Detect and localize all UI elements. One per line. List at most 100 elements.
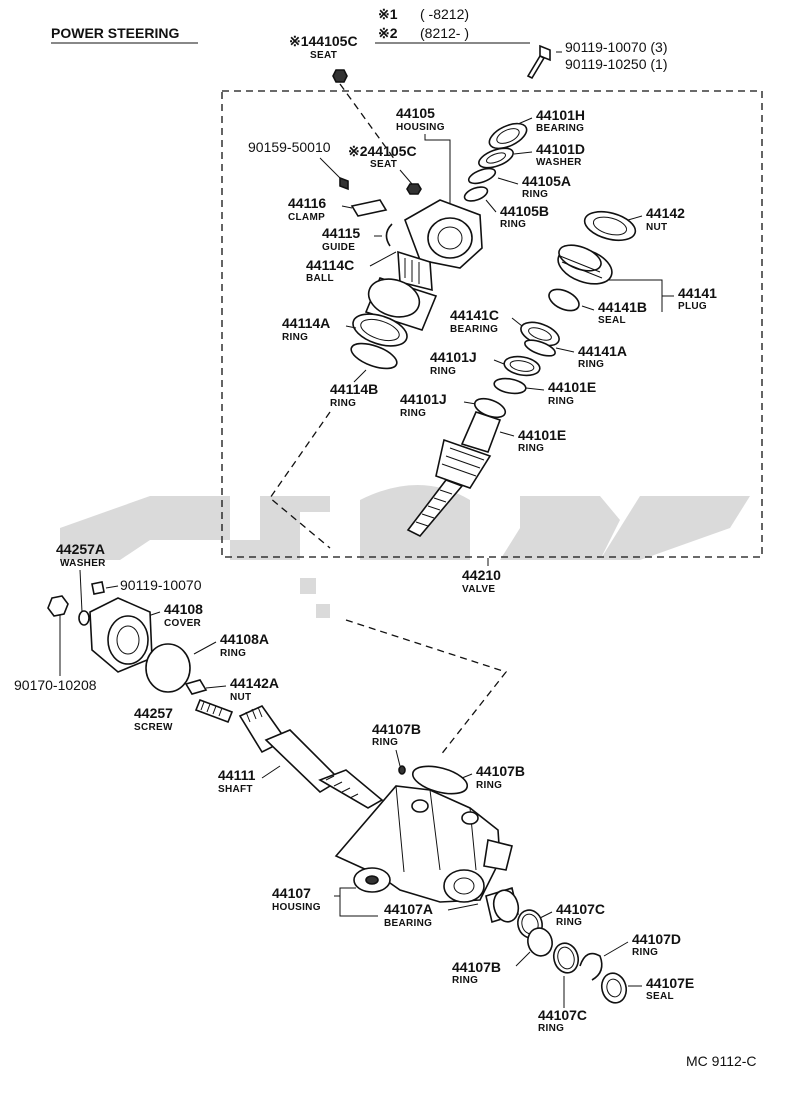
label-ring-107b-top: 44107B xyxy=(372,721,421,737)
sector-shaft-part xyxy=(238,704,384,809)
label-seal-107e: 44107E xyxy=(646,975,694,991)
label-ball: 44114C xyxy=(306,257,354,273)
ring-107b-mid-part xyxy=(411,765,469,795)
label-ring-107b-low-name: RING xyxy=(452,975,478,986)
leader-bearing-141c xyxy=(511,317,523,327)
label-washer-257a: 44257A xyxy=(56,541,105,557)
leader-ring-105a xyxy=(497,177,519,185)
ring-105a-part xyxy=(467,167,497,185)
label-ring-107c-b-name: RING xyxy=(538,1023,564,1034)
label-bearing-141c-name: BEARING xyxy=(450,324,498,335)
leader-ring-107c-a xyxy=(539,911,553,919)
seat-2-part xyxy=(406,183,422,195)
label-nut-142-name: NUT xyxy=(646,222,667,233)
label-ring-107b-mid: 44107B xyxy=(476,763,525,779)
bolt-top-part xyxy=(526,44,551,80)
label-seat-2-name: SEAT xyxy=(370,159,397,170)
leader-clamp xyxy=(341,205,353,209)
cover-part xyxy=(89,597,153,673)
legend-mark-1: ※1 xyxy=(378,6,398,22)
ring-107b-top-part xyxy=(398,765,406,775)
ring-107b-low-part xyxy=(527,927,553,957)
plug-141-part xyxy=(557,244,613,285)
label-shaft: 44111 xyxy=(218,767,256,783)
dashed-leader-center xyxy=(345,619,508,757)
label-cover: 44108 xyxy=(164,601,203,617)
label-ring-114a-name: RING xyxy=(282,332,308,343)
label-cover-name: COVER xyxy=(164,618,202,629)
leader-ring-114a xyxy=(345,325,357,329)
leader-ring-114b xyxy=(353,369,367,383)
ring-101j-a-part xyxy=(503,355,541,377)
label-bolt-top-2: 90119-10250 (1) xyxy=(565,56,667,72)
valve-spool-part xyxy=(406,397,507,537)
label-ring-105a-name: RING xyxy=(522,189,548,200)
leader-ring-101e-a xyxy=(525,387,545,391)
label-nut-10208: 90170-10208 xyxy=(14,677,97,693)
leader-ring-141a xyxy=(555,347,575,353)
label-ring-105a: 44105A xyxy=(522,173,571,189)
leader-washer-257a xyxy=(79,569,83,613)
leader-plug-141 xyxy=(605,279,674,312)
label-ball-name: BALL xyxy=(306,273,334,284)
leader-bolt-10070 xyxy=(105,585,119,589)
nut-142a-part xyxy=(184,679,208,695)
label-housing-valve: 44105 xyxy=(396,105,435,121)
legend-mark-2: ※2 xyxy=(378,25,398,41)
bearing-107a-part xyxy=(485,886,520,924)
leader-housing-valve xyxy=(424,134,451,205)
label-bearing-101h: 44101H xyxy=(536,107,585,123)
label-ring-101e-b: 44101E xyxy=(518,427,566,443)
label-ring-107c-a-name: RING xyxy=(556,917,582,928)
leader-nut-142a xyxy=(205,685,227,689)
label-housing-main-name: HOUSING xyxy=(272,902,321,913)
label-ring-107d: 44107D xyxy=(632,931,681,947)
ring-141a-part xyxy=(524,339,556,357)
leader-ring-107b-mid xyxy=(461,773,473,779)
label-nut-142: 44142 xyxy=(646,205,685,221)
label-ring-107d-name: RING xyxy=(632,947,658,958)
leader-ball xyxy=(369,251,397,267)
piston-part xyxy=(352,277,438,347)
label-ring-141a-name: RING xyxy=(578,359,604,370)
legend-range-2: (8212- ) xyxy=(420,25,469,41)
washer-257a-part xyxy=(78,610,90,626)
label-ring-101j-a-name: RING xyxy=(430,366,456,377)
label-ring-108a: 44108A xyxy=(220,631,269,647)
leader-ring-107b-low xyxy=(515,951,531,967)
label-ring-101j-b: 44101J xyxy=(400,391,447,407)
label-seat-top-name: SEAT xyxy=(310,50,337,61)
label-bolt-10070: 90119-10070 xyxy=(120,577,202,593)
legend-range-1: ( -8212) xyxy=(420,6,469,22)
label-ring-107b-mid-name: RING xyxy=(476,780,502,791)
leader-washer-101d xyxy=(513,151,533,155)
label-seat-2: ※244105C xyxy=(348,143,417,159)
label-ring-107c-a: 44107C xyxy=(556,901,605,917)
label-ring-114b: 44114B xyxy=(330,381,378,397)
label-washer-101d-name: WASHER xyxy=(536,157,582,168)
label-ring-108a-name: RING xyxy=(220,648,246,659)
label-plug-141: 44141 xyxy=(678,285,717,301)
ring-101e-a-part xyxy=(493,377,527,395)
seat-top-part xyxy=(332,69,348,83)
ring-108a-part xyxy=(145,643,191,693)
leader-nut-142 xyxy=(627,215,643,221)
label-clamp-name: CLAMP xyxy=(288,212,325,223)
leader-bearing-107a xyxy=(447,903,479,911)
valve-assembly-box xyxy=(221,90,763,558)
label-nut-142a-name: NUT xyxy=(230,692,251,703)
label-seal-141b-name: SEAL xyxy=(598,315,626,326)
label-washer-257a-name: WASHER xyxy=(60,558,106,569)
leader-ring-107b-top xyxy=(395,749,401,767)
label-ring-101e-a-name: RING xyxy=(548,396,574,407)
diagram-code: MC 9112-C xyxy=(686,1053,757,1069)
label-seat-top: ※144105C xyxy=(289,33,358,49)
label-ring-101e-b-name: RING xyxy=(518,443,544,454)
leader-ring-105b xyxy=(485,199,497,213)
seal-107e-part xyxy=(600,972,628,1004)
gear-housing-part xyxy=(334,785,513,903)
watermark-logo xyxy=(60,485,750,618)
label-bolt-top-1: 90119-10070 (3) xyxy=(565,39,667,55)
leader-seal-141b xyxy=(581,305,595,311)
